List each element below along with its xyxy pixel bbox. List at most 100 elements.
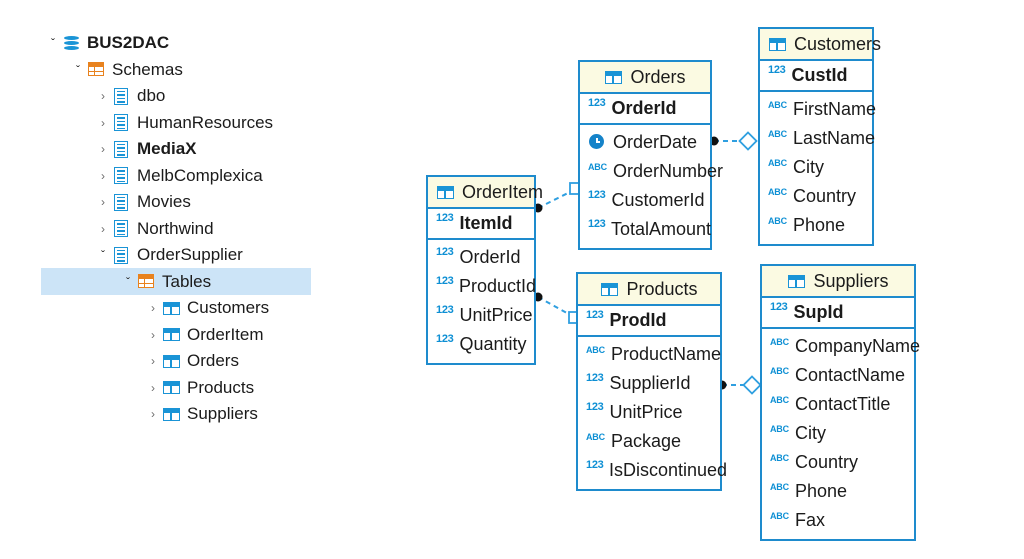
column-name: ProductId (459, 276, 537, 296)
entity-header[interactable]: OrderItem (428, 177, 543, 209)
entity-header[interactable]: Orders (580, 62, 710, 94)
tree-item-melbcomplexica[interactable]: ›MelbComplexica (94, 163, 263, 189)
int-123-icon: 123 (768, 64, 786, 76)
tree-item-movies[interactable]: ›Movies (94, 189, 191, 215)
int-123-icon: 123 (586, 401, 604, 413)
table-grid-icon (162, 405, 181, 424)
tree-item-dbo[interactable]: › dbo (94, 83, 165, 109)
column-name: UnitPrice (459, 305, 533, 325)
int-123-icon: 123 (436, 333, 454, 345)
chevron-down-icon[interactable]: ˇ (126, 274, 130, 289)
chevron-right-icon[interactable]: › (151, 301, 155, 315)
tree-item-orderitem[interactable]: ›OrderItem (144, 322, 264, 348)
entity-header[interactable]: Customers (760, 29, 881, 61)
tree-item-label: Suppliers (187, 404, 258, 423)
entity-header[interactable]: Products (578, 274, 720, 306)
column-name: Country (793, 186, 857, 206)
column-name: CustomerId (611, 190, 705, 210)
chevron-right-icon[interactable]: › (151, 407, 155, 421)
column-name: CompanyName (795, 336, 921, 356)
primary-key-row[interactable]: 123 OrderId (580, 94, 710, 125)
table-grid-icon (162, 325, 181, 344)
relationship-orderitem-products[interactable] (533, 292, 581, 324)
chevron-right-icon[interactable]: › (101, 168, 105, 183)
tree-item-humanresources[interactable]: ›HumanResources (94, 110, 273, 136)
chevron-right-icon[interactable]: › (101, 195, 105, 209)
column-name: OrderId (611, 98, 677, 118)
chevron-down-icon[interactable]: ˇ (101, 248, 105, 262)
chevron-right-icon[interactable]: › (101, 221, 105, 236)
column-name: FirstName (793, 99, 877, 119)
tree-item-suppliers[interactable]: › Suppliers (144, 401, 258, 427)
column-row[interactable]: OrderDate (580, 128, 710, 157)
entity-name: Customers (794, 33, 882, 54)
tree-item-northwind[interactable]: ›Northwind (94, 216, 214, 242)
entity-name: OrderItem (462, 181, 544, 202)
column-name: TotalAmount (611, 219, 712, 239)
relationship-products-suppliers[interactable] (717, 375, 762, 395)
tree-item-customers[interactable]: ›Customers (144, 295, 269, 321)
chevron-right-icon[interactable]: › (101, 89, 105, 103)
schema-page-icon (112, 193, 131, 212)
int-123-icon: 123 (770, 301, 788, 313)
column-name: Package (611, 431, 682, 451)
tree-item-label: dbo (137, 86, 166, 105)
tree-item-mediax[interactable]: ›MediaX (94, 136, 197, 162)
chevron-right-icon[interactable]: › (151, 354, 155, 368)
tree-item-orders[interactable]: › Orders (144, 348, 239, 374)
chevron-down-icon[interactable]: ˇ (51, 36, 55, 50)
tree-selection-highlight (41, 267, 311, 295)
relationship-orders-customers[interactable] (709, 131, 758, 151)
chevron-right-icon[interactable]: › (101, 115, 105, 130)
entity-header[interactable]: Suppliers (762, 266, 914, 298)
tree-item-label: Orders (187, 351, 239, 370)
tree-item-products[interactable]: ›Products (144, 375, 254, 401)
chevron-right-icon[interactable]: › (151, 380, 155, 395)
chevron-right-icon[interactable]: › (151, 327, 155, 342)
int-123-icon: 123 (588, 97, 606, 109)
chevron-down-icon[interactable]: ˇ (76, 62, 80, 77)
text-abc-icon: ABC (770, 482, 789, 492)
chevron-right-icon[interactable]: › (101, 142, 105, 156)
column-name: OrderNumber (613, 161, 724, 181)
